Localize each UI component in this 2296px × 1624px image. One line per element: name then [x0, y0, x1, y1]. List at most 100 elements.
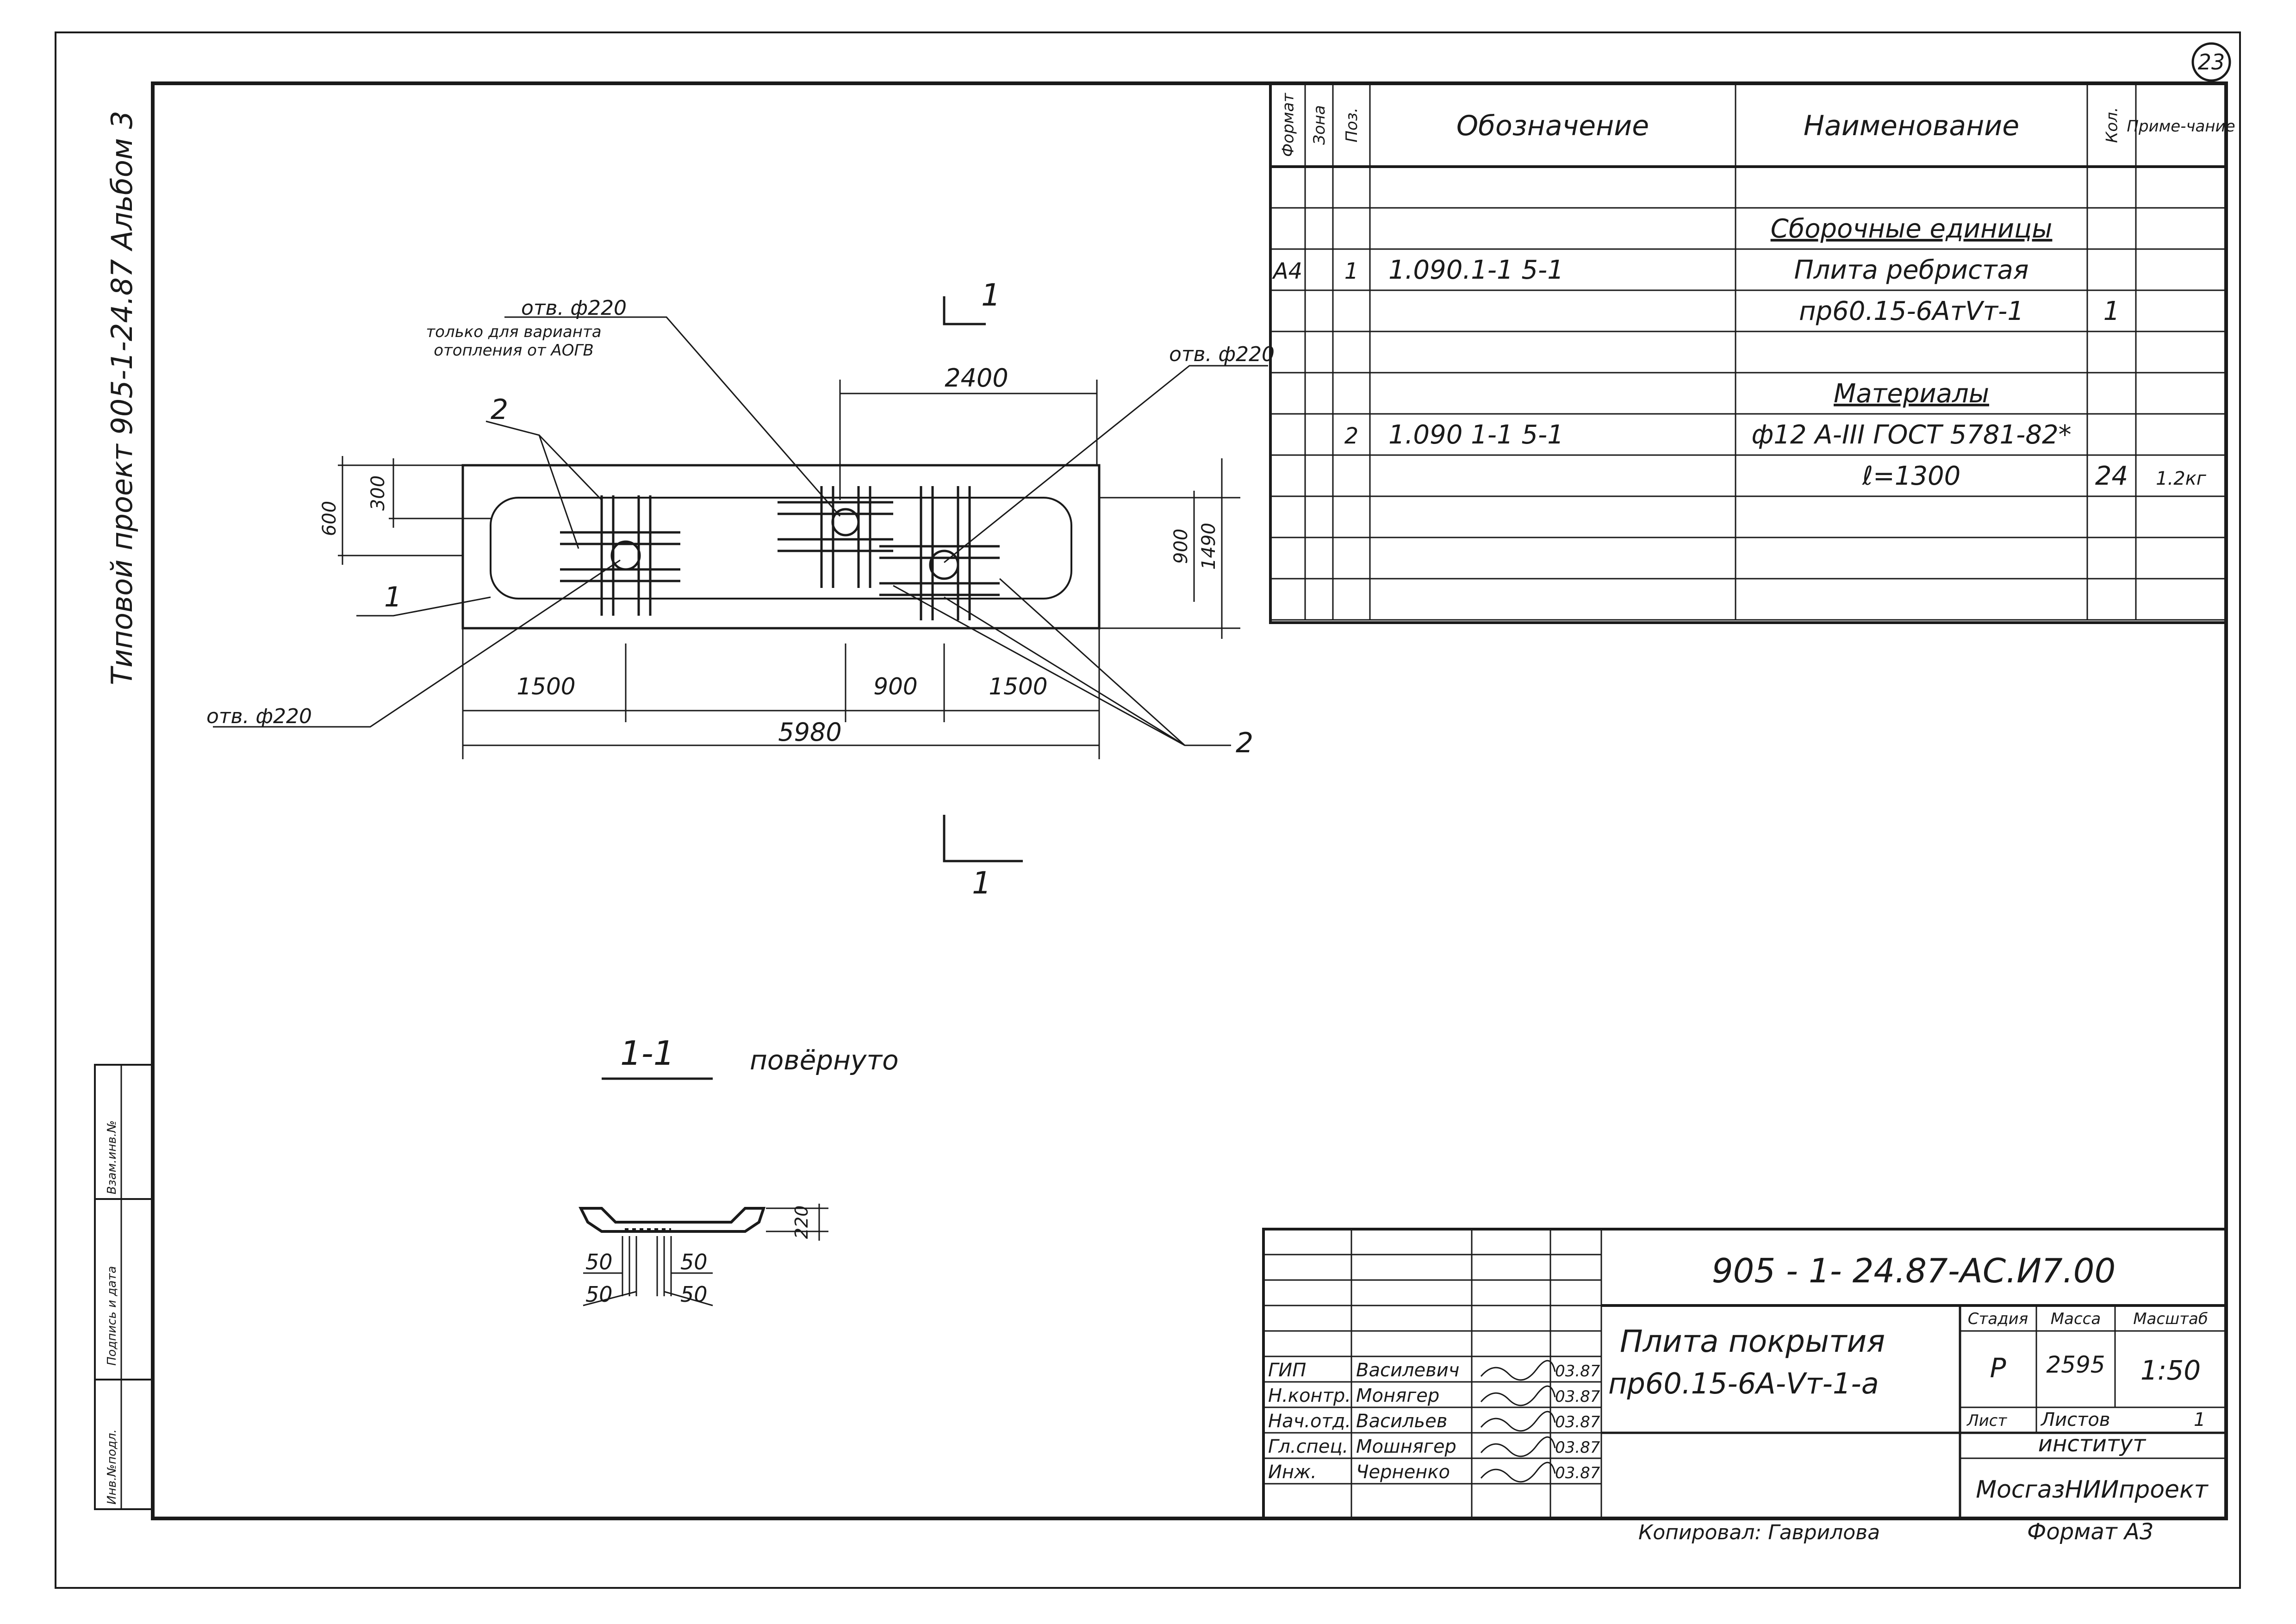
position-2-bottom: 2	[1236, 727, 1253, 759]
slab-inner-contour	[490, 497, 1072, 600]
staff-role: Нач.отд.	[1268, 1411, 1351, 1432]
spec-header-cell: Кол.	[2103, 107, 2122, 143]
leader-lines	[213, 316, 1268, 746]
note-hole-top-3: отопления от АОГВ	[434, 341, 594, 360]
staff-date: 03.87	[1555, 1438, 1600, 1457]
spec-header-cell: Обозначение	[1456, 110, 1649, 142]
dim-2400: 2400	[945, 363, 1008, 393]
staff-signature	[1480, 1411, 1556, 1432]
spec-header-cell: Формат	[1279, 93, 1298, 157]
drawing-name-line2: пр60.15-6А-Vт-1-а	[1608, 1367, 1879, 1400]
plan-dimensions	[338, 380, 1240, 759]
section-subtitle: повёрнуто	[750, 1044, 899, 1076]
section-dim-50-d: 50	[680, 1282, 708, 1307]
rebar-group-middle	[778, 486, 893, 588]
section-dim-50-a: 50	[585, 1249, 613, 1274]
dim-1500-left: 1500	[516, 673, 575, 700]
plan-view: 2400 1500 900 1500 5980 600 300 900 1490…	[206, 277, 1275, 901]
staff-name: Василевич	[1356, 1360, 1459, 1381]
spec-header-cell: Зона	[1310, 105, 1329, 145]
sheet-format: Формат А3	[2027, 1519, 2153, 1545]
staff-date: 03.87	[1555, 1362, 1600, 1380]
staff-name: Монягер	[1356, 1385, 1439, 1406]
dim-300: 300	[367, 475, 389, 511]
dim-5980: 5980	[778, 718, 841, 747]
staff-role: Гл.спец.	[1268, 1436, 1348, 1457]
stage-label: Стадия	[1968, 1310, 2028, 1328]
section-dim-50-b: 50	[585, 1282, 613, 1307]
dim-1500-right: 1500	[989, 673, 1047, 700]
sheet-label: Лист	[1966, 1412, 2007, 1430]
staff-signature	[1480, 1436, 1556, 1457]
dim-1490: 1490	[1198, 523, 1220, 570]
hole-left	[610, 540, 641, 571]
section-cut-bottom: 1	[972, 865, 991, 901]
side-label: Типовой проект 905-1-24.87 Альбом 3	[105, 111, 139, 685]
staff-role: Инж.	[1268, 1462, 1317, 1483]
spec-header-cell: Наименование	[1804, 110, 2019, 142]
staff-signature	[1480, 1462, 1556, 1483]
spec-cell: 1.2кг	[2156, 468, 2207, 489]
spec-cell: 2	[1344, 423, 1359, 449]
section-dimension-lines	[583, 1236, 713, 1306]
dim-600: 600	[319, 501, 340, 536]
spec-cell: Материалы	[1834, 379, 1989, 409]
note-hole-top-2: только для варианта	[426, 323, 601, 341]
section-view: 1-1 повёрнуто 220 50 50 50 50	[579, 1034, 899, 1307]
institute-name: МосгазНИИпроект	[1976, 1476, 2209, 1504]
stamp-box-replace: Взам.инв.№	[105, 1120, 119, 1194]
staff-name: Черненко	[1356, 1462, 1450, 1483]
staff-date: 03.87	[1555, 1413, 1600, 1431]
dim-900-vertical: 900	[1170, 529, 1192, 564]
stamp-box-sign: Подпись и дата	[105, 1266, 119, 1366]
note-hole-right: отв. ф220	[1169, 343, 1275, 366]
section-dim-220: 220	[791, 1206, 812, 1239]
stamp-box-inv: Инв.№подл.	[105, 1429, 119, 1505]
staff-signature	[1480, 1385, 1556, 1406]
hole-right	[929, 550, 959, 580]
hole-middle	[831, 508, 860, 537]
spec-cell: 1.090.1-1 5-1	[1388, 255, 1564, 285]
staff-role: ГИП	[1268, 1360, 1306, 1381]
spec-cell: А4	[1272, 258, 1302, 284]
scale-value: 1:50	[2140, 1355, 2201, 1386]
spec-cell: 1	[2103, 296, 2120, 326]
sheets-label: Листов	[2040, 1409, 2110, 1430]
spec-cell: ф12 А-III ГОСТ 5781-82*	[1751, 420, 2071, 450]
note-hole-left: отв. ф220	[206, 705, 312, 728]
section-profile	[579, 1207, 766, 1233]
spec-cell: 24	[2095, 461, 2128, 491]
mass-value: 2595	[2046, 1351, 2105, 1378]
position-1: 1	[384, 581, 402, 613]
dim-900: 900	[873, 673, 917, 700]
staff-name: Мошнягер	[1356, 1436, 1456, 1457]
title-block: 905 - 1- 24.87-АС.И7.00 Плита покрытия п…	[1262, 1228, 2228, 1520]
section-title: 1-1	[620, 1034, 675, 1073]
stage-value: Р	[1990, 1352, 2006, 1384]
left-stamp: Взам.инв.№ Подпись и дата Инв.№подл.	[94, 1064, 154, 1510]
drawing-name-line1: Плита покрытия	[1620, 1324, 1885, 1359]
section-cut-marks	[943, 296, 1023, 862]
mass-label: Масса	[2051, 1310, 2101, 1328]
section-dim-50-c: 50	[680, 1249, 708, 1274]
copied-by: Копировал: Гаврилова	[1638, 1521, 1880, 1544]
outer-frame	[55, 31, 2241, 1589]
rebar-group-right	[879, 486, 1000, 620]
spec-cell: 1.090 1-1 5-1	[1388, 420, 1564, 450]
sheet-number-circle	[2191, 42, 2231, 82]
slab-outline	[461, 464, 1101, 630]
sheets-value: 1	[2194, 1409, 2205, 1430]
spec-cell: Сборочные единицы	[1771, 214, 2053, 244]
spec-cell: 1	[1344, 258, 1359, 284]
spec-cell: пр60.15-6АтVт-1	[1799, 296, 2024, 326]
staff-signature	[1480, 1360, 1556, 1381]
spec-table: Формат Зона Поз. Обозначение Наименование Кол…	[1269, 82, 2235, 624]
inner-frame	[151, 81, 2228, 1520]
section-cut-top: 1	[981, 277, 1001, 313]
position-2-top: 2	[491, 394, 508, 426]
staff-date: 03.87	[1555, 1464, 1600, 1482]
spec-header-cell: Поз.	[1343, 107, 1361, 142]
staff-role: Н.контр.	[1268, 1385, 1351, 1406]
spec-cell: Плита ребристая	[1794, 255, 2029, 285]
